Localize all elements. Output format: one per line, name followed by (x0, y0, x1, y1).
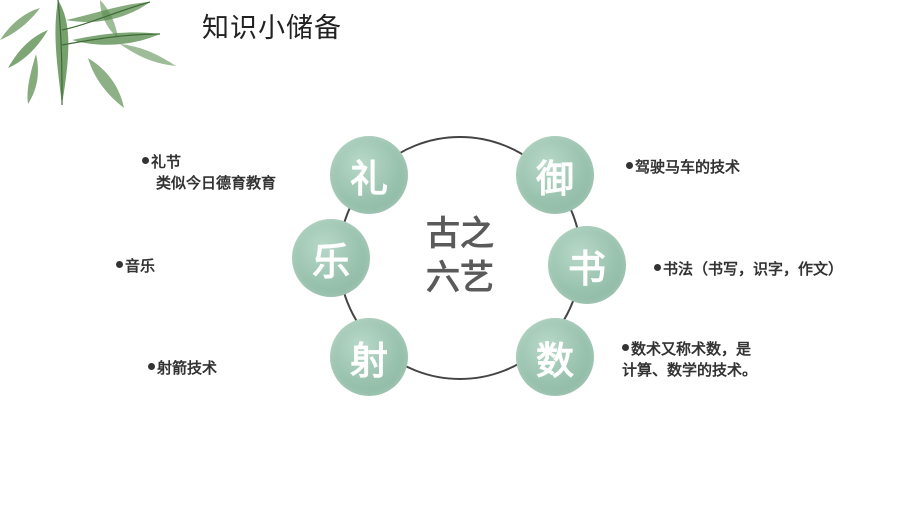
note-yu: 驾驶马车的技术 (626, 157, 740, 178)
page-title: 知识小储备 (202, 13, 342, 44)
bullet-dot-icon (622, 344, 629, 351)
bullet-dot-icon (626, 162, 633, 169)
note-shu: 书法（书写，识字，作文） (654, 259, 843, 280)
note-shu-math: 数术又称术数，是 计算、数学的技术。 (622, 339, 757, 381)
bullet-dot-icon (142, 157, 149, 164)
art-circle-yu: 御 (516, 136, 594, 214)
art-circle-shu-math: 数 (516, 318, 594, 396)
note-li-line1: 礼节 (151, 153, 182, 171)
note-li: 礼节 类似今日德育教育 (142, 152, 276, 194)
art-circle-li: 礼 (330, 136, 408, 214)
bullet-dot-icon (116, 261, 123, 268)
note-li-line2: 类似今日德育教育 (156, 174, 277, 192)
note-shu-line1: 书法（书写，识字，作文） (663, 260, 844, 278)
leaf-branch-icon (0, 0, 176, 108)
art-circle-shu: 书 (548, 226, 626, 304)
center-label-line2: 六艺 (426, 258, 494, 298)
center-label: 古之 六艺 (405, 212, 515, 300)
bullet-dot-icon (148, 363, 155, 370)
art-circle-yue: 乐 (292, 219, 370, 297)
note-shu-math-line2: 计算、数学的技术。 (622, 361, 758, 379)
note-shu-math-line1: 数术又称术数，是 (631, 340, 752, 358)
note-yue: 音乐 (116, 256, 155, 277)
art-circle-she: 射 (330, 318, 408, 396)
note-she-line1: 射箭技术 (157, 359, 218, 377)
bullet-dot-icon (654, 264, 661, 271)
center-label-line1: 古之 (426, 214, 494, 254)
note-yu-line1: 驾驶马车的技术 (635, 158, 741, 176)
note-she: 射箭技术 (148, 358, 217, 379)
note-yue-line1: 音乐 (125, 257, 156, 275)
